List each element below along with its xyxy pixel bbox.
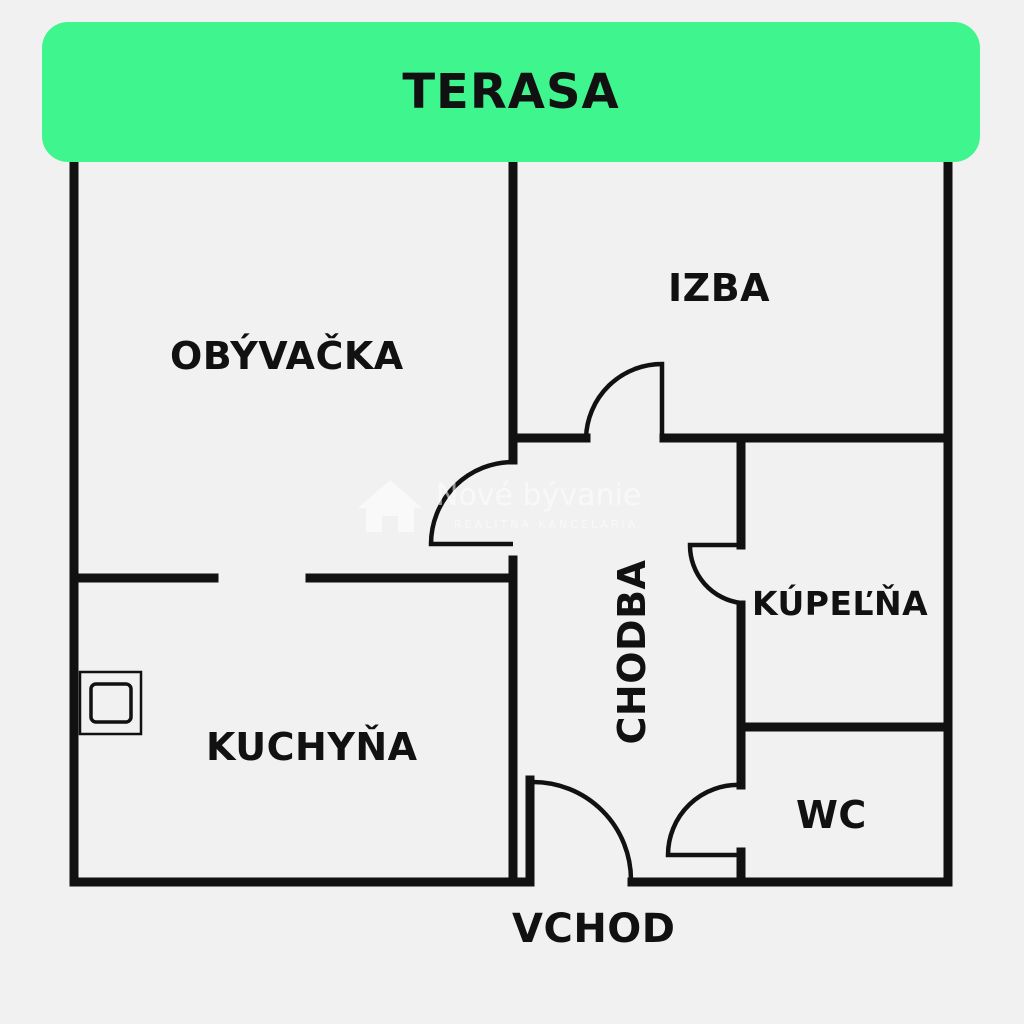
- room-label-hallway: CHODBA: [610, 559, 654, 745]
- watermark-name: Nové bývanie: [436, 478, 642, 513]
- entrance-label: VCHOD: [512, 906, 676, 952]
- stove-icon: [78, 670, 143, 736]
- house-icon: [358, 480, 422, 532]
- room-label-toilet: WC: [796, 793, 867, 837]
- room-label-kitchen: KUCHYŇA: [206, 725, 418, 769]
- terrace: TERASA: [42, 22, 980, 162]
- watermark-tagline: REALITNÁ KANCELÁRIA: [454, 518, 639, 531]
- bathroom-door: [687, 542, 742, 606]
- room-label-bathroom: KÚPEĽŇA: [752, 584, 929, 623]
- room-label-living-room: OBÝVAČKA: [170, 334, 404, 378]
- room-label-bedroom: IZBA: [668, 266, 771, 310]
- bedroom-door: [583, 361, 665, 439]
- terrace-label: TERASA: [402, 64, 620, 120]
- entrance-door: [532, 779, 634, 881]
- living-room-door: [428, 459, 514, 547]
- wc-door: [665, 782, 742, 858]
- watermark: Nové bývanie REALITNÁ KANCELÁRIA: [356, 478, 676, 538]
